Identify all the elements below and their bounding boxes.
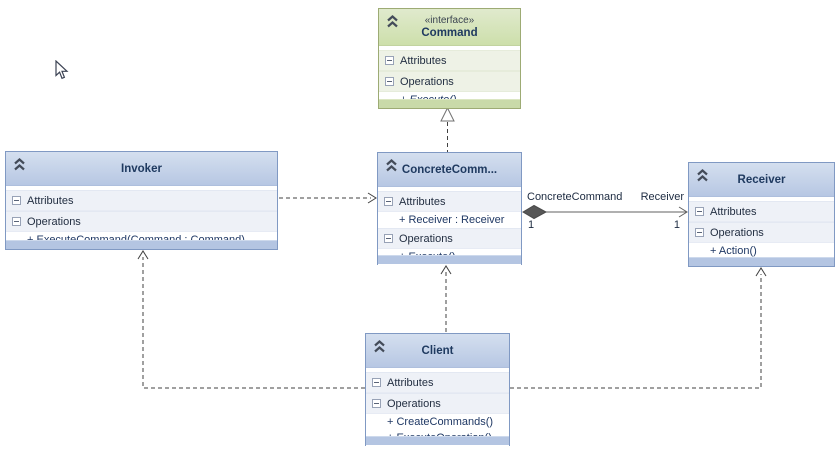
operations-section[interactable]: Operations [366,393,509,414]
dependency-client-invoker[interactable] [137,250,365,389]
collapse-minus-icon[interactable] [695,228,704,237]
class-receiver[interactable]: Receiver Attributes Operations + Action(… [688,162,835,267]
header-gap [379,46,520,50]
collapse-minus-icon[interactable] [695,207,704,216]
box-footer [689,257,834,266]
section-label: Operations [710,226,764,239]
box-footer [379,99,520,108]
header-gap [366,368,509,372]
operations-section[interactable]: Operations [379,71,520,92]
class-command-titlebox: «interface» Command [421,14,477,40]
class-title: Receiver [737,173,786,186]
class-title: Command [421,27,478,39]
attributes-section[interactable]: Attributes [366,372,509,393]
section-label: Operations [399,232,453,245]
section-label: Attributes [27,194,74,207]
section-label: Attributes [399,195,446,208]
dependency-invoker-concretecommand[interactable] [279,192,377,204]
header-gap [689,197,834,201]
composition-target-multiplicity: 1 [673,219,680,231]
composition-target-role-label: Receiver [640,191,684,203]
box-footer [366,436,509,445]
collapse-chevron-icon[interactable] [12,158,27,172]
section-label: Operations [27,215,81,228]
collapse-chevron-icon[interactable] [385,15,400,29]
class-client-header[interactable]: Client [366,334,509,368]
collapse-minus-icon[interactable] [384,197,393,206]
operations-section[interactable]: Operations [378,228,521,249]
section-label: Attributes [400,54,447,67]
operations-section[interactable]: Operations [689,222,834,243]
header-gap [6,186,277,190]
class-concretecommand[interactable]: ConcreteComm... Attributes + Receiver : … [377,152,522,265]
class-command-header[interactable]: «interface» Command [379,9,520,46]
section-label: Operations [400,75,454,88]
collapse-chevron-icon[interactable] [372,340,387,354]
class-title: Invoker [121,162,162,175]
attributes-section[interactable]: Attributes [378,191,521,212]
collapse-minus-icon[interactable] [385,56,394,65]
class-title: ConcreteComm... [401,163,498,176]
box-footer [378,255,521,264]
section-label: Attributes [710,205,757,218]
dependency-client-receiver[interactable] [510,267,767,389]
section-label: Attributes [387,376,434,389]
class-title: Client [421,344,454,357]
realization-concretecommand-command[interactable] [440,106,455,152]
class-invoker[interactable]: Invoker Attributes Operations + ExecuteC… [5,151,278,250]
collapse-minus-icon[interactable] [384,234,393,243]
class-concretecommand-header[interactable]: ConcreteComm... [378,153,521,187]
class-client[interactable]: Client Attributes Operations + CreateCom… [365,333,510,446]
collapse-chevron-icon[interactable] [695,169,710,183]
collapse-minus-icon[interactable] [12,217,21,226]
section-label: Operations [387,397,441,410]
collapse-minus-icon[interactable] [372,399,381,408]
header-gap [378,187,521,191]
collapse-minus-icon[interactable] [372,378,381,387]
collapse-chevron-icon[interactable] [384,159,399,173]
class-invoker-header[interactable]: Invoker [6,152,277,186]
stereotype-label: «interface» [424,15,475,26]
operations-section[interactable]: Operations [6,211,277,232]
composition-source-multiplicity: 1 [528,219,535,231]
collapse-minus-icon[interactable] [385,77,394,86]
mouse-cursor-icon [55,60,69,80]
box-footer [6,240,277,249]
class-command[interactable]: «interface» Command Attributes Operation… [378,8,521,109]
dependency-client-concretecommand[interactable] [440,265,452,332]
attributes-section[interactable]: Attributes [379,50,520,71]
attributes-section[interactable]: Attributes [689,201,834,222]
composition-concretecommand-receiver[interactable] [522,204,688,220]
attributes-section[interactable]: Attributes [6,190,277,211]
operation-member[interactable]: + Action() [689,243,834,259]
operation-member[interactable]: + CreateCommands() [366,414,509,430]
composition-source-role-label: ConcreteCommand [527,191,623,203]
class-receiver-header[interactable]: Receiver [689,163,834,197]
collapse-minus-icon[interactable] [12,196,21,205]
attribute-member[interactable]: + Receiver : Receiver [378,212,521,228]
